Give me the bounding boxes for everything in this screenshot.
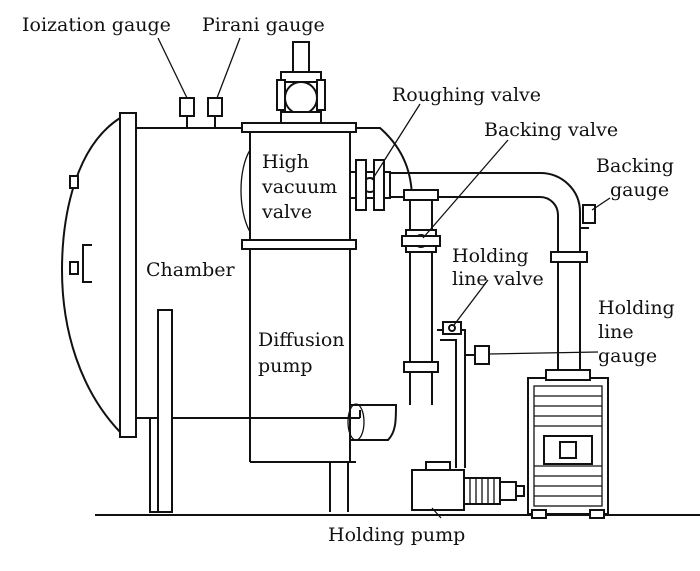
high-vacuum-valve	[240, 41, 357, 250]
label-backing-valve: Backing valve	[484, 119, 618, 141]
diffusion-pump	[249, 249, 398, 463]
backing-pump	[527, 369, 609, 519]
holding-line	[437, 321, 466, 468]
label-roughing-valve: Roughing valve	[392, 84, 541, 106]
backing-valve-icon	[401, 229, 441, 253]
label-holding-line-valve-2: line valve	[452, 268, 544, 290]
label-diffusion-pump-1: Diffusion	[258, 329, 345, 351]
label-chamber: Chamber	[146, 259, 236, 281]
ionization-gauge-icon	[179, 97, 195, 128]
label-holding-line-gauge-1: Holding	[598, 297, 675, 319]
label-holding-line-gauge-3: gauge	[598, 345, 657, 367]
holding-line-gauge-icon	[465, 345, 490, 365]
backing-gauge-icon	[580, 204, 596, 229]
label-backing-gauge-2: gauge	[610, 179, 669, 201]
leader-lines	[157, 37, 611, 519]
label-high-vacuum-valve-3: valve	[261, 201, 312, 223]
holding-pump	[411, 461, 525, 511]
label-high-vacuum-valve-2: vacuum	[261, 176, 337, 198]
label-diffusion-pump-2: pump	[258, 355, 313, 377]
label-ionization-gauge: Ioization gauge	[22, 14, 171, 36]
label-holding-pump: Holding pump	[328, 524, 465, 546]
pirani-gauge-icon	[207, 97, 223, 128]
label-pirani-gauge: Pirani gauge	[202, 14, 325, 36]
label-backing-gauge-1: Backing	[596, 155, 674, 177]
label-holding-line-gauge-2: line	[598, 321, 634, 343]
chamber	[60, 112, 413, 513]
label-holding-line-valve-1: Holding	[452, 245, 529, 267]
label-high-vacuum-valve-1: High	[262, 151, 309, 173]
roughing-line	[349, 159, 588, 405]
